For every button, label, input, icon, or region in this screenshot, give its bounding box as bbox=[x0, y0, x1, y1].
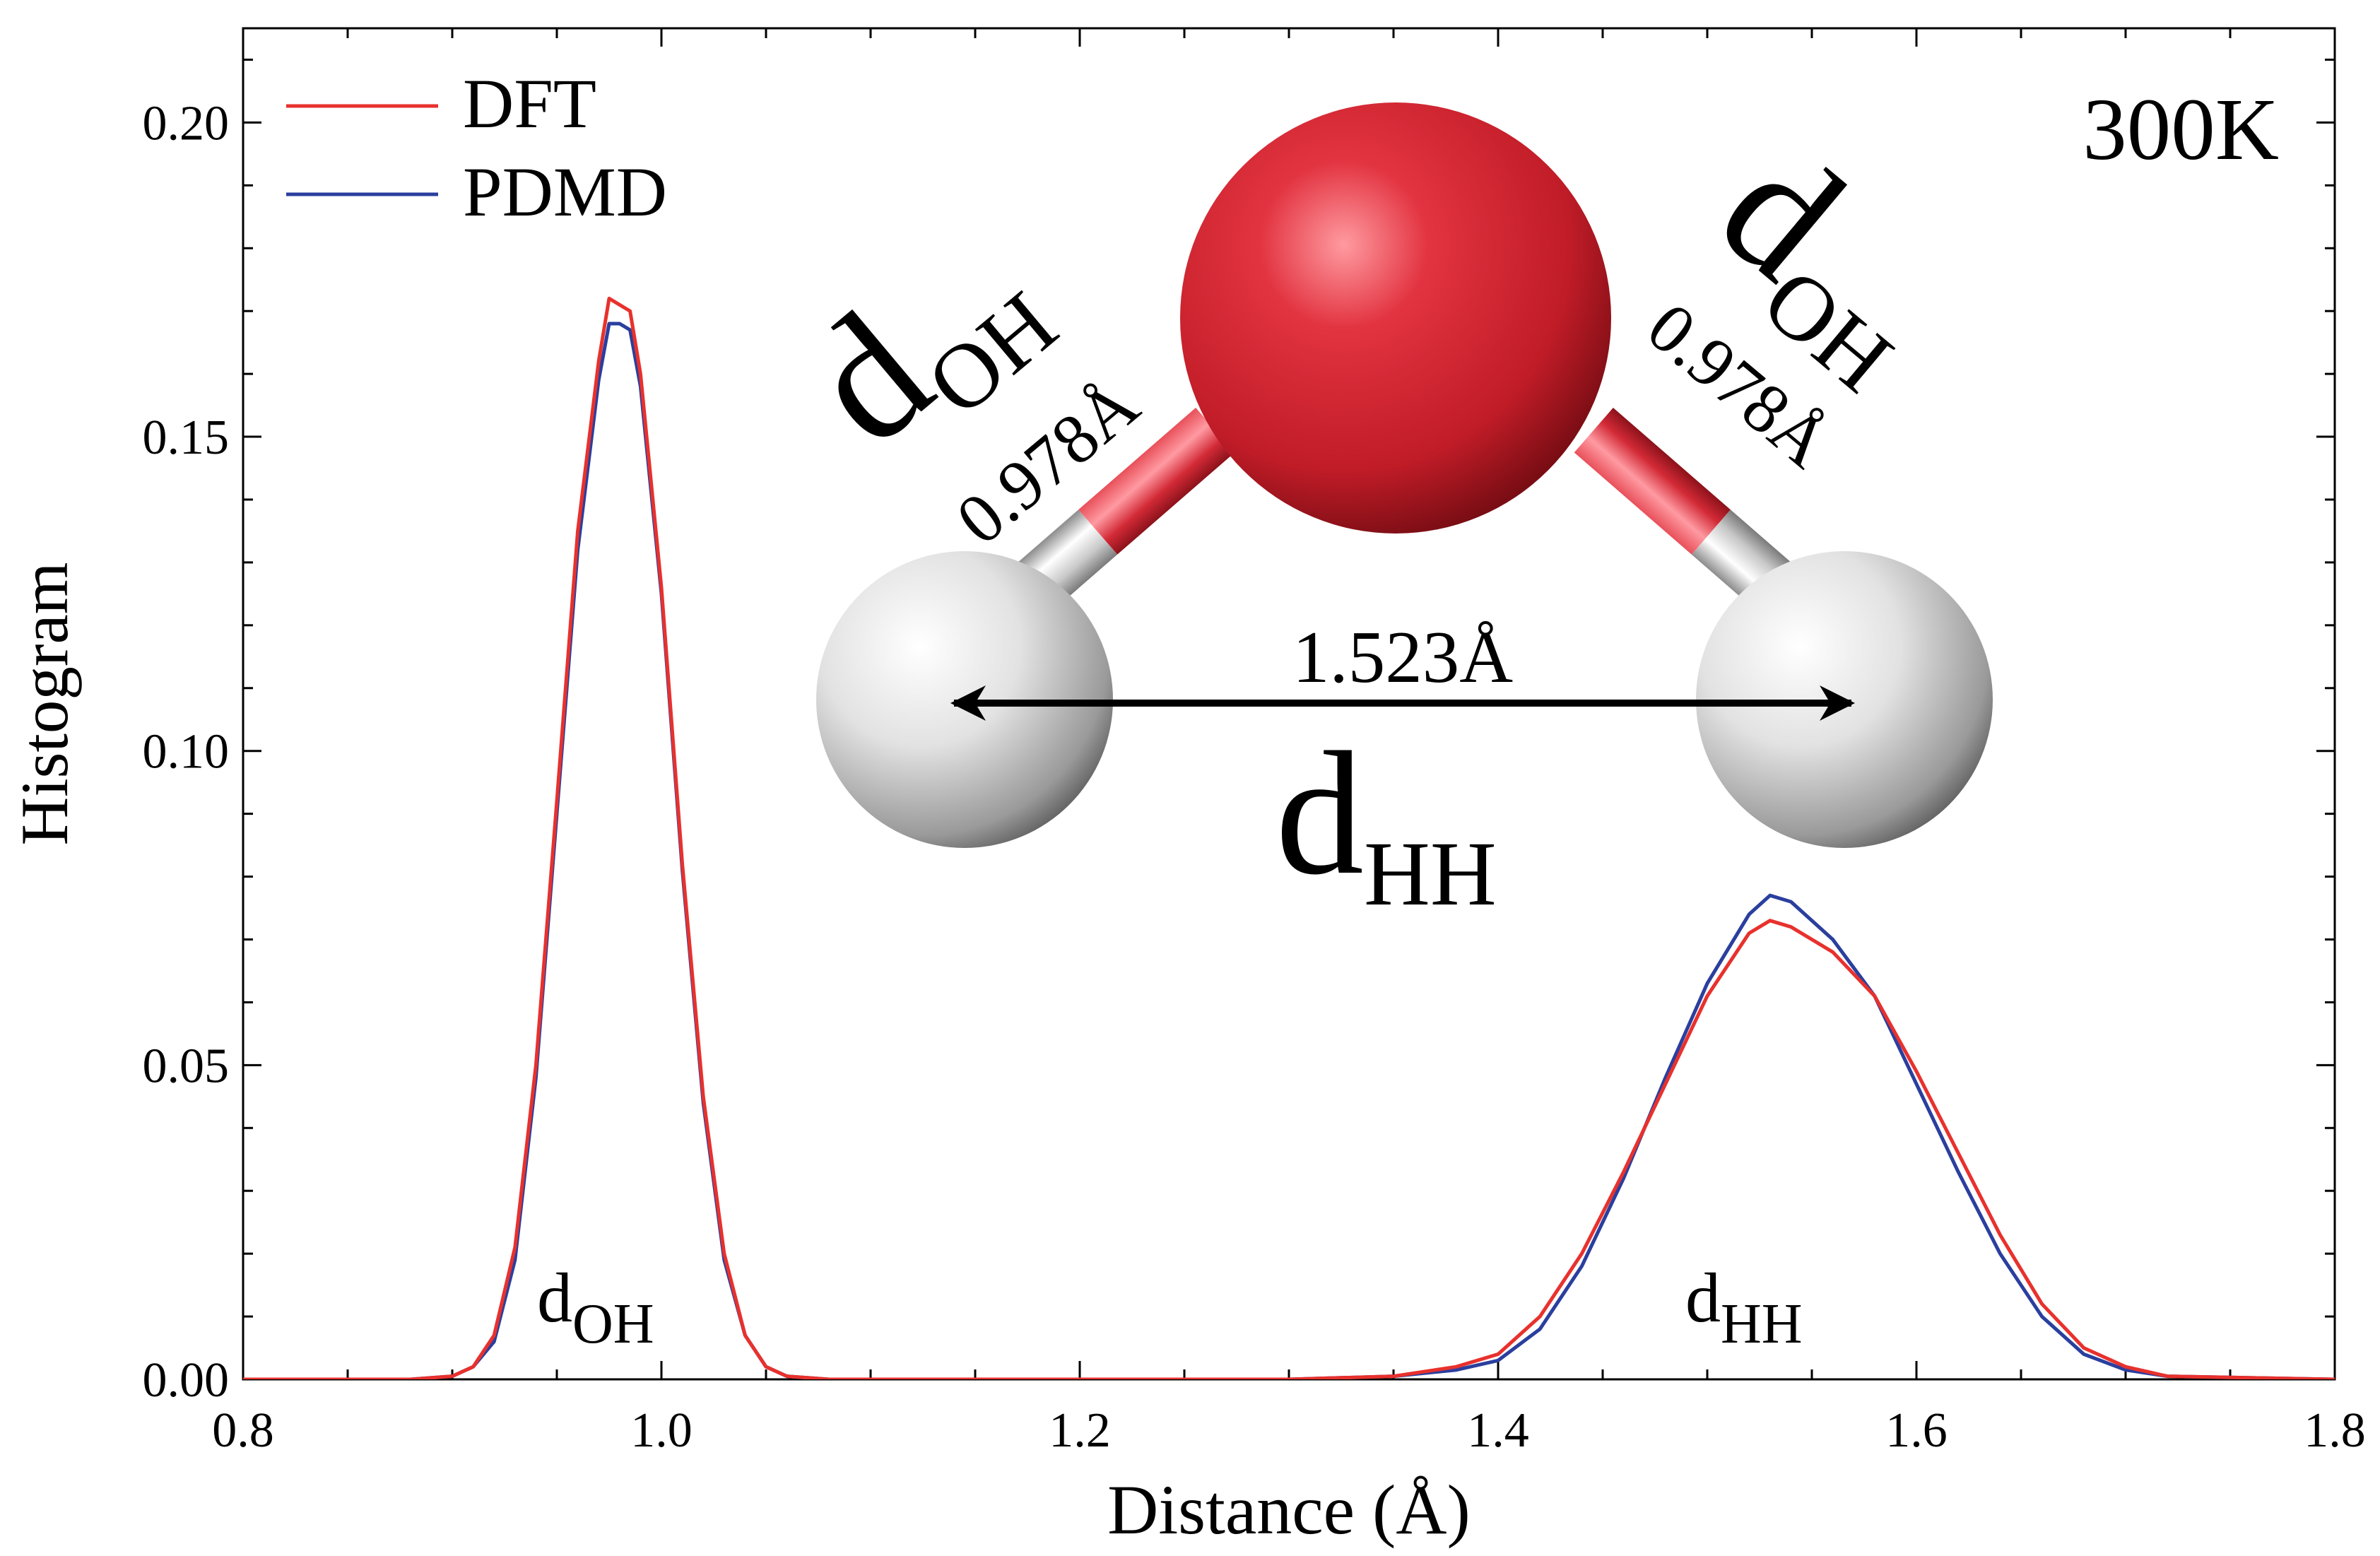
oxygen-atom bbox=[1180, 102, 1611, 534]
y-tick-label: 0.20 bbox=[143, 96, 230, 151]
x-axis-ticks: 0.8 1.0 1.2 1.4 1.6 1.8 bbox=[212, 28, 2366, 1458]
x-tick-label: 0.8 bbox=[212, 1403, 274, 1458]
series-line-dft bbox=[243, 296, 2335, 1379]
x-axis-label: Distance (Å) bbox=[1107, 1470, 1471, 1549]
y-tick-label: 0.00 bbox=[143, 1353, 230, 1408]
hh-value: 1.523Å bbox=[1292, 615, 1513, 698]
peak-label-doh: dOH bbox=[537, 1259, 654, 1355]
x-tick-label: 1.0 bbox=[630, 1403, 693, 1458]
legend: DFT PDMD bbox=[286, 64, 667, 231]
x-tick-label: 1.8 bbox=[2304, 1403, 2366, 1458]
legend-dft-label: DFT bbox=[463, 64, 596, 143]
x-tick-label: 1.4 bbox=[1467, 1403, 1529, 1458]
dhh-label: dHH bbox=[1276, 716, 1497, 925]
y-tick-label: 0.15 bbox=[143, 411, 230, 465]
y-axis-label: Histogram bbox=[7, 562, 82, 845]
water-molecule-inset: dOH 0.978Å dOH 0.978Å 1.523Å dHH bbox=[772, 102, 1993, 925]
y-axis-ticks: 0.00 0.05 0.10 0.15 0.20 bbox=[143, 58, 2335, 1408]
y-tick-label: 0.10 bbox=[143, 725, 230, 779]
legend-pdmd-label: PDMD bbox=[463, 153, 667, 231]
temperature-label: 300K bbox=[2082, 81, 2279, 179]
series-layer bbox=[243, 296, 2335, 1379]
x-tick-label: 1.2 bbox=[1049, 1403, 1111, 1458]
x-tick-label: 1.6 bbox=[1885, 1403, 1948, 1458]
peak-label-dhh: dHH bbox=[1685, 1259, 1803, 1355]
y-tick-label: 0.05 bbox=[143, 1039, 230, 1093]
